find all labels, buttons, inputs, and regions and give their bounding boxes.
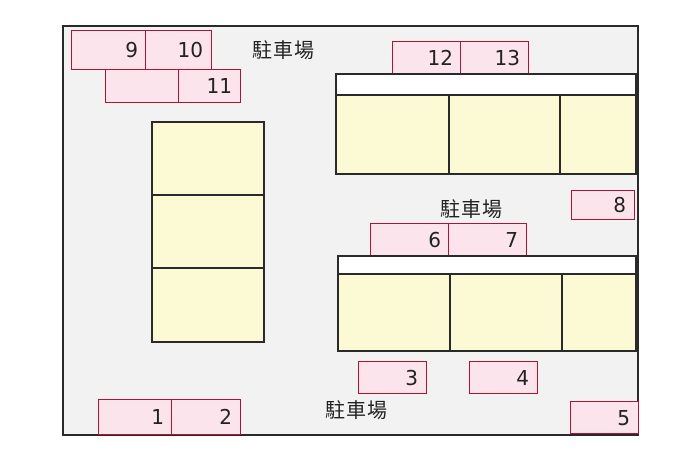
space-number-13: 13 [494,46,520,70]
space-number-12: 12 [427,46,453,70]
space-number-4: 4 [516,365,529,390]
parking-space-unnumbered[interactable] [105,69,180,103]
building-middle-right-unit-1 [339,275,449,350]
building-middle-right [337,255,637,352]
parking-space-4[interactable]: 4 [469,361,538,394]
building-left [151,121,265,343]
space-number-10: 10 [177,38,203,62]
parking-label-middle: 駐車場 [440,197,503,221]
building-middle-right-walkway [339,257,635,273]
parking-space-7[interactable]: 7 [448,223,527,257]
building-middle-right-unit-2 [451,275,561,350]
space-number-2: 2 [219,405,232,429]
building-top-right-unit-1 [337,96,448,173]
parking-label-top: 駐車場 [252,38,315,62]
parking-space-6[interactable]: 6 [370,223,450,257]
building-top-right-walkway [337,75,635,94]
space-number-5: 5 [617,405,630,430]
parking-space-10[interactable]: 10 [145,30,212,70]
parking-space-13[interactable]: 13 [460,41,529,75]
space-number-1: 1 [151,405,164,429]
parking-space-2[interactable]: 2 [171,399,241,435]
space-number-9: 9 [125,38,138,62]
space-number-11: 11 [206,74,232,98]
parking-space-3[interactable]: 3 [358,361,427,394]
building-top-right-unit-3 [561,96,635,173]
building-top-right [335,73,637,175]
parking-space-12[interactable]: 12 [392,41,462,75]
space-number-7: 7 [505,228,518,252]
parking-space-1[interactable]: 1 [98,399,173,435]
parking-space-5[interactable]: 5 [570,401,639,434]
parking-space-9[interactable]: 9 [71,30,147,70]
space-number-6: 6 [428,228,441,252]
parking-label-bottom: 駐車場 [325,398,388,422]
space-number-8: 8 [613,193,626,217]
building-left-unit-2 [153,196,263,267]
parking-space-11[interactable]: 11 [178,69,241,103]
building-left-unit-3 [153,269,263,341]
parking-space-8[interactable]: 8 [571,190,635,220]
building-left-unit-1 [153,123,263,194]
space-number-3: 3 [405,365,418,390]
building-middle-right-unit-3 [563,275,635,350]
building-top-right-unit-2 [450,96,559,173]
